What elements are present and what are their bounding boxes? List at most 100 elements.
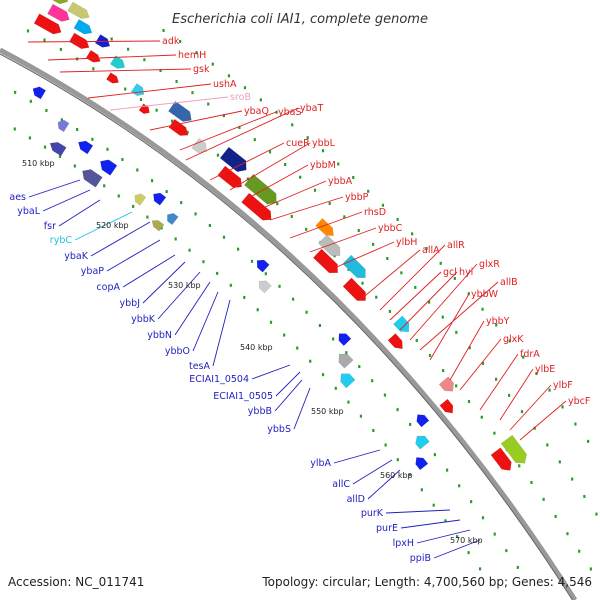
- leader-line: [90, 221, 151, 257]
- leader-line: [174, 281, 211, 336]
- gene-arrow: [387, 333, 403, 349]
- tick-mark: [411, 232, 414, 236]
- gene-arrow: [73, 19, 93, 35]
- tick-mark: [305, 310, 308, 314]
- leader-line: [149, 110, 243, 131]
- tick-mark: [216, 271, 219, 275]
- tick-mark: [124, 87, 127, 91]
- tick-mark: [58, 154, 62, 158]
- tick-mark: [222, 114, 225, 118]
- gene-label: allA: [422, 245, 440, 256]
- tick-mark: [425, 246, 428, 250]
- accession-text: Accession: NC_011741: [8, 575, 144, 589]
- tick-mark: [372, 242, 375, 246]
- gene-label: lpxH: [393, 538, 414, 549]
- gene-arrow: [138, 103, 150, 114]
- tick-mark: [43, 38, 46, 42]
- tick-mark: [345, 351, 348, 355]
- tick-mark: [13, 127, 16, 131]
- tick-mark: [160, 226, 163, 230]
- tick-mark: [117, 194, 120, 198]
- gene-label: ybbC: [378, 223, 403, 234]
- leader-line: [27, 40, 161, 43]
- leader-line: [389, 271, 442, 321]
- gene-label: fdrA: [520, 349, 540, 360]
- tick-mark: [520, 410, 524, 414]
- gene-label: allC: [332, 479, 350, 490]
- leader-line: [385, 509, 451, 514]
- tick-mark: [296, 346, 299, 350]
- tick-mark: [343, 215, 346, 219]
- tick-mark: [284, 162, 287, 166]
- tick-mark: [150, 179, 154, 183]
- leader-line: [257, 180, 327, 211]
- leader-line: [87, 83, 212, 99]
- tick-mark: [427, 300, 431, 304]
- tick-mark: [337, 162, 340, 166]
- tick-mark: [321, 373, 325, 377]
- gene-label: ybbW: [471, 289, 499, 300]
- tick-mark: [186, 130, 189, 134]
- gene-arrow: [315, 218, 334, 236]
- tick-mark: [408, 473, 411, 477]
- tick-mark: [516, 565, 519, 569]
- gene-arrow: [109, 55, 126, 69]
- gene-label: ybbP: [345, 192, 369, 203]
- leader-line: [47, 54, 177, 61]
- leader-line: [400, 519, 461, 529]
- tick-mark: [268, 150, 272, 154]
- gene-label: ybbN: [147, 330, 172, 341]
- tick-mark: [121, 158, 124, 162]
- tick-mark: [548, 388, 551, 392]
- gene-label: ybaS: [278, 107, 302, 118]
- gene-arrow: [168, 100, 192, 122]
- tick-mark: [530, 480, 533, 484]
- leader-line: [142, 261, 186, 304]
- tick-mark: [259, 98, 262, 102]
- leader-line: [449, 320, 485, 381]
- gene-arrow: [243, 173, 277, 205]
- gene-arrow: [167, 212, 179, 226]
- tick-mark: [211, 62, 214, 66]
- leader-line: [28, 179, 81, 198]
- gene-label: ybbK: [131, 314, 156, 325]
- tick-mark: [558, 460, 561, 464]
- tick-mark: [243, 295, 246, 299]
- gene-arrow: [416, 414, 430, 428]
- label-leader-lines: [27, 40, 567, 559]
- tick-mark: [243, 86, 247, 90]
- tick-mark: [347, 400, 350, 404]
- genome-backbone-shadow: [0, 53, 574, 600]
- tick-mark: [305, 227, 308, 231]
- tick-mark: [236, 247, 240, 251]
- leader-line: [352, 459, 393, 485]
- gene-arrow: [415, 457, 429, 471]
- leader-line: [416, 529, 471, 544]
- gene-arrow: [258, 280, 272, 294]
- tick-mark: [467, 292, 470, 296]
- tick-mark: [155, 108, 158, 112]
- tick-mark: [381, 203, 385, 207]
- tick-mark: [159, 68, 162, 72]
- tick-mark: [110, 37, 113, 41]
- leader-line: [269, 196, 344, 221]
- tick-mark: [291, 123, 294, 127]
- gene-label: aes: [9, 192, 26, 203]
- gene-arrow: [85, 49, 101, 63]
- tick-mark: [222, 235, 226, 239]
- gene-arrow: [33, 13, 62, 35]
- tick-mark: [396, 408, 399, 412]
- gene-label: ybaL: [17, 206, 40, 217]
- tick-mark: [136, 168, 139, 172]
- leader-line: [244, 164, 309, 201]
- leader-line: [251, 364, 291, 380]
- gene-label: ybaQ: [244, 106, 269, 117]
- gene-label: ybbJ: [120, 298, 140, 309]
- tick-mark: [396, 458, 399, 462]
- tick-mark: [180, 201, 183, 205]
- gene-arrow: [68, 32, 90, 49]
- gene-arrow: [100, 159, 118, 176]
- gene-label: ybcF: [568, 396, 590, 407]
- leader-line: [379, 244, 446, 311]
- tick-mark: [375, 295, 378, 299]
